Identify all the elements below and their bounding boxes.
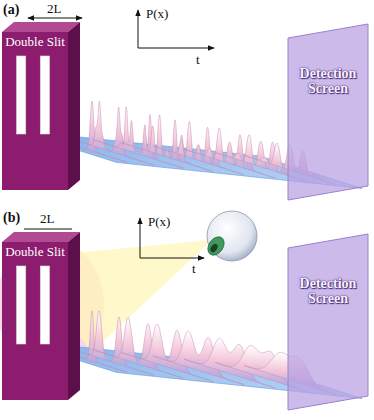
slit-opening: [40, 56, 49, 134]
axis-label: P(x): [146, 6, 168, 22]
probability-peak: [122, 115, 213, 172]
screen-label: Detection Screen: [288, 234, 368, 307]
probability-peak: [122, 324, 213, 381]
panel-letter: (b): [3, 210, 20, 226]
screen-shape: [288, 24, 368, 200]
axis-line: [138, 10, 139, 48]
screen-shape: [288, 234, 368, 410]
eye-pupil: [209, 243, 219, 254]
screen-panel: [288, 234, 368, 410]
probability-peak: [93, 107, 184, 168]
dimension-line: [24, 229, 72, 230]
dimension-arrow: [28, 18, 82, 19]
axis-label: t: [192, 261, 196, 277]
probability-peak: [93, 317, 184, 378]
screen-panel: [288, 24, 368, 200]
screen-label: Detection Screen: [288, 24, 368, 97]
double-slit-wall: Double Slit: [2, 232, 80, 400]
eye-iris: [205, 234, 228, 258]
slit-opening: [40, 266, 49, 344]
axis-label: P(x): [148, 214, 170, 230]
dimension-label: 2L: [40, 211, 54, 227]
slit-opening: [17, 56, 26, 134]
wall-label: Double Slit: [2, 232, 68, 260]
detection-screen: Detection Screen: [288, 234, 368, 410]
dimension-label: 2L: [47, 1, 61, 17]
double-slit-wall: Double Slit: [2, 22, 80, 190]
wall-top: [2, 232, 80, 242]
wall-top: [2, 22, 80, 32]
axis-line: [140, 258, 204, 259]
axis-line: [140, 218, 141, 258]
wall-front: [2, 242, 68, 400]
wall-front: [2, 32, 68, 190]
axis-line: [138, 48, 214, 49]
wall-side: [68, 22, 80, 190]
detection-screen: Detection Screen: [288, 24, 368, 200]
panel-letter: (a): [3, 2, 19, 18]
wall-label: Double Slit: [2, 22, 68, 50]
slit-opening: [17, 266, 26, 344]
axis-label: t: [196, 52, 200, 68]
wall-side: [68, 232, 80, 400]
